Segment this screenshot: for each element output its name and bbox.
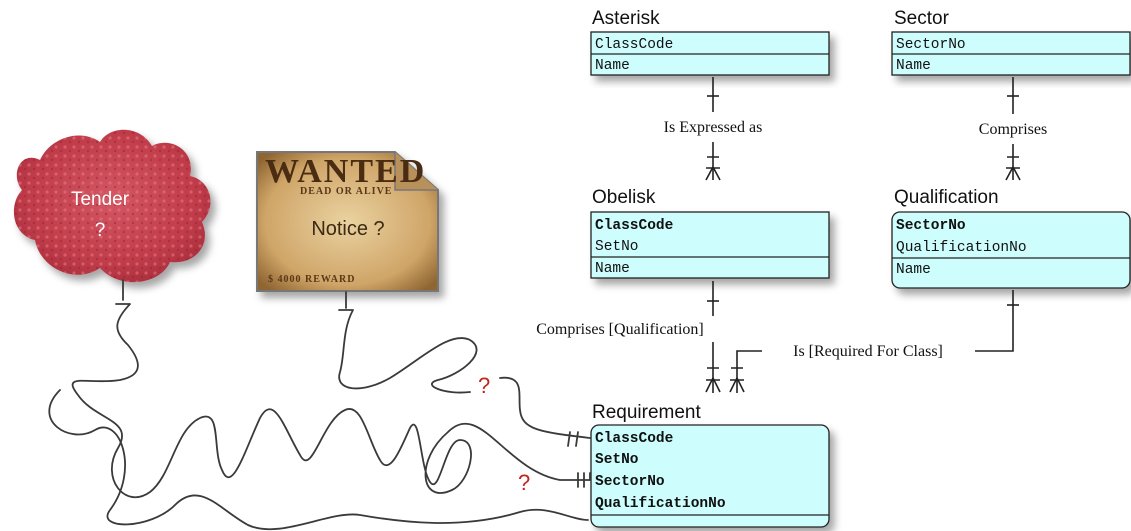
poster-title: WANTED [265, 153, 426, 190]
tender-label: Tender [71, 189, 130, 210]
key-attribute-row: QualificationNo [595, 496, 726, 512]
entity-requirement[interactable]: Requirement ClassCode SetNo SectorNo Qua… [590, 402, 830, 528]
entity-title: Qualification [894, 187, 999, 208]
relationship-qualification-requirement[interactable]: Is [Required For Class] [729, 290, 1019, 393]
relationship-asterisk-obelisk[interactable]: Is Expressed as [664, 77, 763, 181]
key-attribute-row: ClassCode [595, 218, 673, 234]
crows-foot-mark [705, 156, 721, 181]
question-mark-tender: ? [518, 470, 530, 495]
crows-foot-mark [729, 367, 745, 393]
entity-obelisk[interactable]: Obelisk ClassCode SetNo Name [590, 187, 830, 279]
entity-title: Obelisk [592, 187, 656, 208]
key-attribute-row: SectorNo [896, 218, 966, 234]
notice-label: Notice ? [311, 218, 384, 240]
attribute-row: ClassCode [595, 37, 673, 53]
poster-subtitle: DEAD OR ALIVE [300, 186, 392, 197]
key-attribute-row: SectorNo [595, 474, 665, 490]
attribute-row: QualificationNo [896, 240, 1027, 256]
wire-notice-end-mark [567, 431, 579, 447]
entity-qualification[interactable]: Qualification SectorNo QualificationNo N… [891, 187, 1131, 289]
relationship-label: Is Expressed as [664, 119, 763, 136]
notice-dog-ear [394, 152, 438, 191]
tender-question: ? [95, 220, 106, 241]
tender-texture [13, 129, 211, 283]
notice-poster[interactable]: WANTED DEAD OR ALIVE Notice ? $ 4000 REW… [256, 151, 439, 292]
entity-sector[interactable]: Sector SectorNo Name [891, 8, 1131, 76]
key-attribute-row: ClassCode [595, 431, 673, 447]
connector-line [736, 290, 1014, 393]
attribute-row: Name [896, 58, 931, 74]
attribute-row: Name [896, 262, 931, 278]
entity-box [590, 424, 830, 528]
attribute-row: Name [595, 261, 630, 277]
entity-title: Requirement [592, 402, 701, 423]
attribute-row: SectorNo [896, 37, 966, 53]
relationship-sector-qualification[interactable]: Comprises [979, 77, 1047, 181]
notice-shape [256, 151, 439, 292]
relationship-label: Is [Required For Class] [793, 343, 943, 360]
crows-foot-mark [1005, 156, 1021, 181]
entity-title: Sector [894, 8, 950, 29]
entity-title: Asterisk [592, 8, 660, 29]
tangled-wires [48, 279, 591, 531]
wire-tender [71, 279, 591, 499]
crows-foot-mark [705, 367, 721, 393]
attribute-row: Name [595, 58, 630, 74]
wire-notice-end [499, 376, 591, 439]
entity-box [891, 211, 1131, 289]
wire-notice [338, 291, 478, 394]
relationship-obelisk-requirement[interactable]: Comprises [Qualification] [536, 281, 721, 393]
wire-tender-end-mark [577, 472, 591, 488]
wire-loop [48, 389, 589, 531]
tender-blob[interactable]: Tender ? [13, 129, 211, 283]
poster-reward: $ 4000 REWARD [268, 274, 355, 285]
key-attribute-row: SetNo [595, 452, 639, 468]
relationship-label: Comprises [Qualification] [536, 321, 704, 338]
attribute-row: SetNo [595, 239, 639, 255]
relationship-label: Comprises [979, 121, 1047, 138]
entity-box [590, 211, 830, 279]
entity-asterisk[interactable]: Asterisk ClassCode Name [590, 8, 830, 76]
question-mark-notice: ? [478, 373, 490, 398]
